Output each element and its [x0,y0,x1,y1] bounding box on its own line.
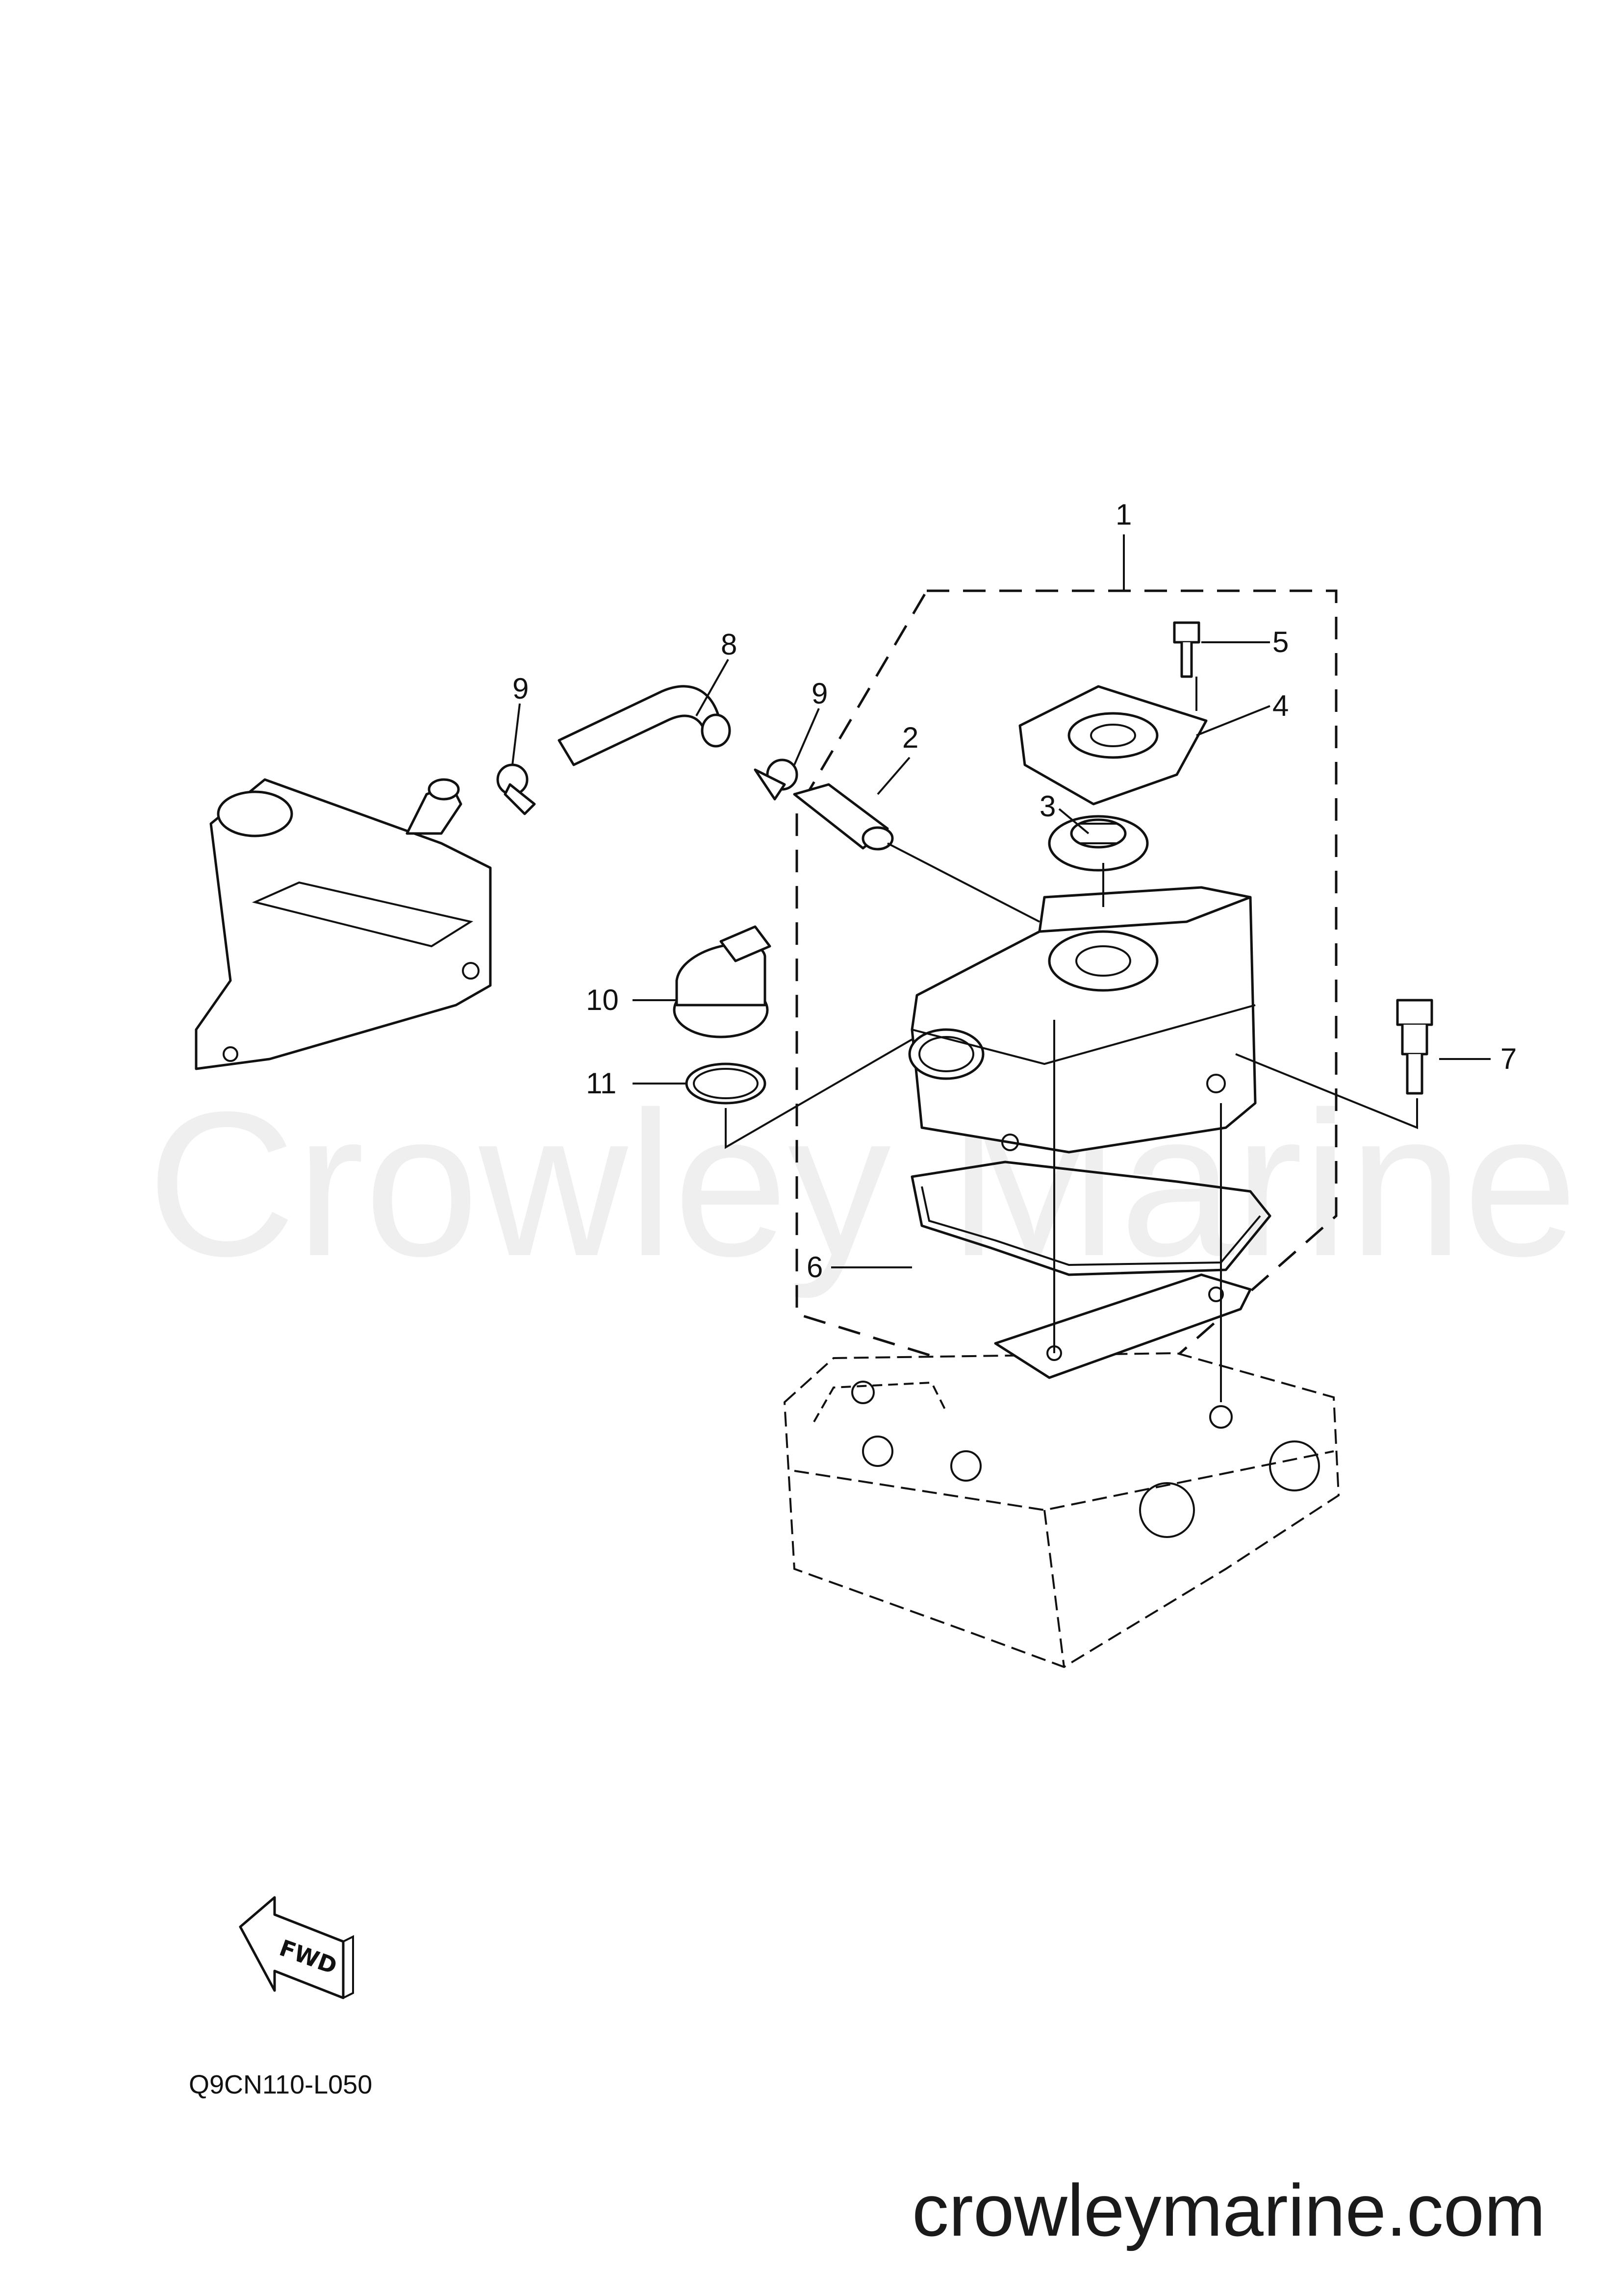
site-url: crowleymarine.com [912,2169,1546,2251]
hose-2 [793,783,894,851]
callout-9-right: 9 [812,677,828,710]
callout-8: 8 [721,628,737,661]
diagram-code: Q9CN110-L050 [189,2070,372,2099]
callout-4: 4 [1272,689,1289,722]
assembly-boundary [795,589,1338,1413]
oil-filler-cap-10 [673,925,771,1038]
gasket-6 [911,1161,1271,1276]
fwd-arrow-icon: FWD [239,1896,354,1999]
cover-plate [994,1273,1252,1379]
callout-1: 1 [1116,498,1132,531]
callout-7: 7 [1500,1042,1517,1075]
left-housing [195,778,492,1070]
cylinder-head [783,1352,1340,1668]
leader-lines [511,534,1491,1402]
callout-3: 3 [1040,790,1056,823]
callout-11: 11 [586,1067,616,1100]
watermark-text: Crowley Marine [147,1069,1577,1300]
callout-10: 10 [586,984,619,1016]
callout-5: 5 [1272,626,1289,658]
hose-clamp-9-right [754,758,798,801]
callout-6: 6 [807,1251,823,1284]
callout-2: 2 [902,721,918,754]
hose-8 [558,685,731,766]
bolt-5 [1173,621,1200,678]
breather-element-3 [1048,815,1149,872]
callout-9-left: 9 [512,672,529,705]
bolt-7 [1396,999,1433,1095]
hose-clamp-9-left [496,763,536,815]
cylinder-head-cover [908,886,1257,1154]
cover-plate-4 [1018,685,1208,806]
